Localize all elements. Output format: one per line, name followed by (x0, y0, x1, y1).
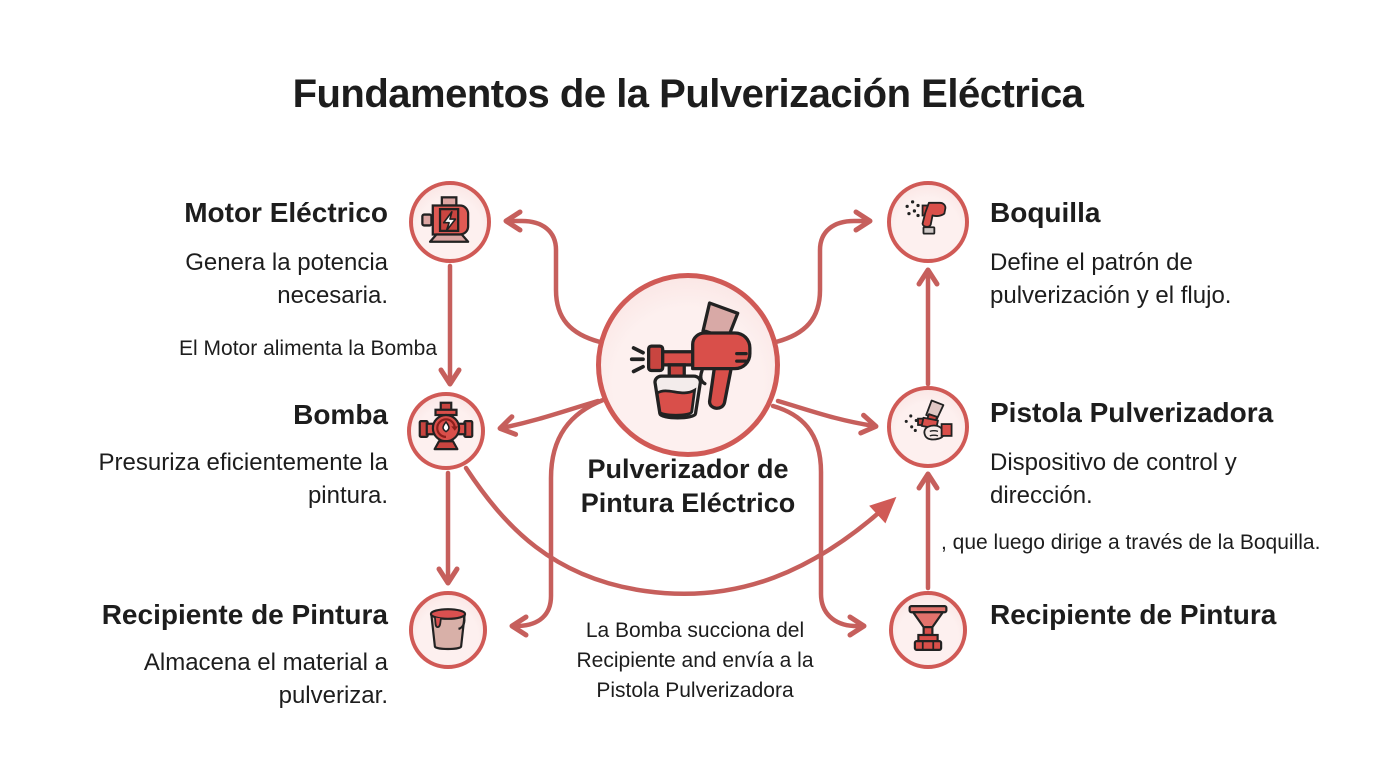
funnel-icon (900, 600, 956, 661)
motor-description: Genera la potencia necesaria. (185, 249, 388, 309)
edge-center-to-bomba (497, 398, 601, 437)
edge-label-bomba-pistola: La Bomba succiona del Recipiente and env… (576, 619, 814, 702)
edge-center-to-recipiente-derecho (770, 403, 867, 638)
bomba-description: Presuriza eficientemente la pintura. (98, 449, 388, 509)
center-node-circle (596, 273, 780, 457)
recipiente-derecho-title: Recipiente de Pintura (990, 599, 1277, 630)
pistola-description: Dispositivo de control y dirección. (990, 449, 1237, 509)
electric-motor-icon (421, 191, 479, 254)
edge-center-to-recipiente-izquierdo (509, 397, 606, 638)
recipiente-derecho-node-circle (889, 591, 967, 669)
page-title: Fundamentos de la Pulverización Eléctric… (292, 72, 1084, 116)
center-node-label: Pulverizador de Pintura Eléctrico (580, 454, 796, 518)
pump-icon (418, 401, 474, 462)
edge-label-pistola-boquilla: , que luego dirige a través de la Boquil… (941, 531, 1321, 554)
edge-center-to-boquilla (773, 209, 873, 345)
boquilla-description: Define el patrón de pulverización y el f… (990, 249, 1232, 309)
bomba-node-circle (407, 392, 485, 470)
recipiente-izquierdo-title: Recipiente de Pintura (101, 599, 388, 630)
edge-center-to-motor (503, 209, 603, 345)
motor-title: Motor Eléctrico (184, 197, 388, 228)
pistola-title: Pistola Pulverizadora (990, 397, 1274, 428)
edge-center-to-pistola (775, 398, 879, 436)
motor-node-circle (409, 181, 491, 263)
recipiente-izquierdo-node-circle (409, 591, 487, 669)
pistola-node-circle (887, 386, 969, 468)
nozzle-icon (899, 191, 957, 254)
paint-sprayer-icon (613, 288, 763, 443)
bomba-title: Bomba (293, 399, 388, 430)
spray-pistol-icon (899, 396, 957, 459)
edge-bomba-to-pistola (463, 465, 897, 596)
recipiente-izquierdo-description: Almacena el material a pulverizar. (143, 649, 388, 709)
boquilla-title: Boquilla (990, 197, 1101, 228)
paint-bucket-icon (420, 600, 476, 661)
edge-label-motor-bomba: El Motor alimenta la Bomba (179, 337, 437, 360)
boquilla-node-circle (887, 181, 969, 263)
